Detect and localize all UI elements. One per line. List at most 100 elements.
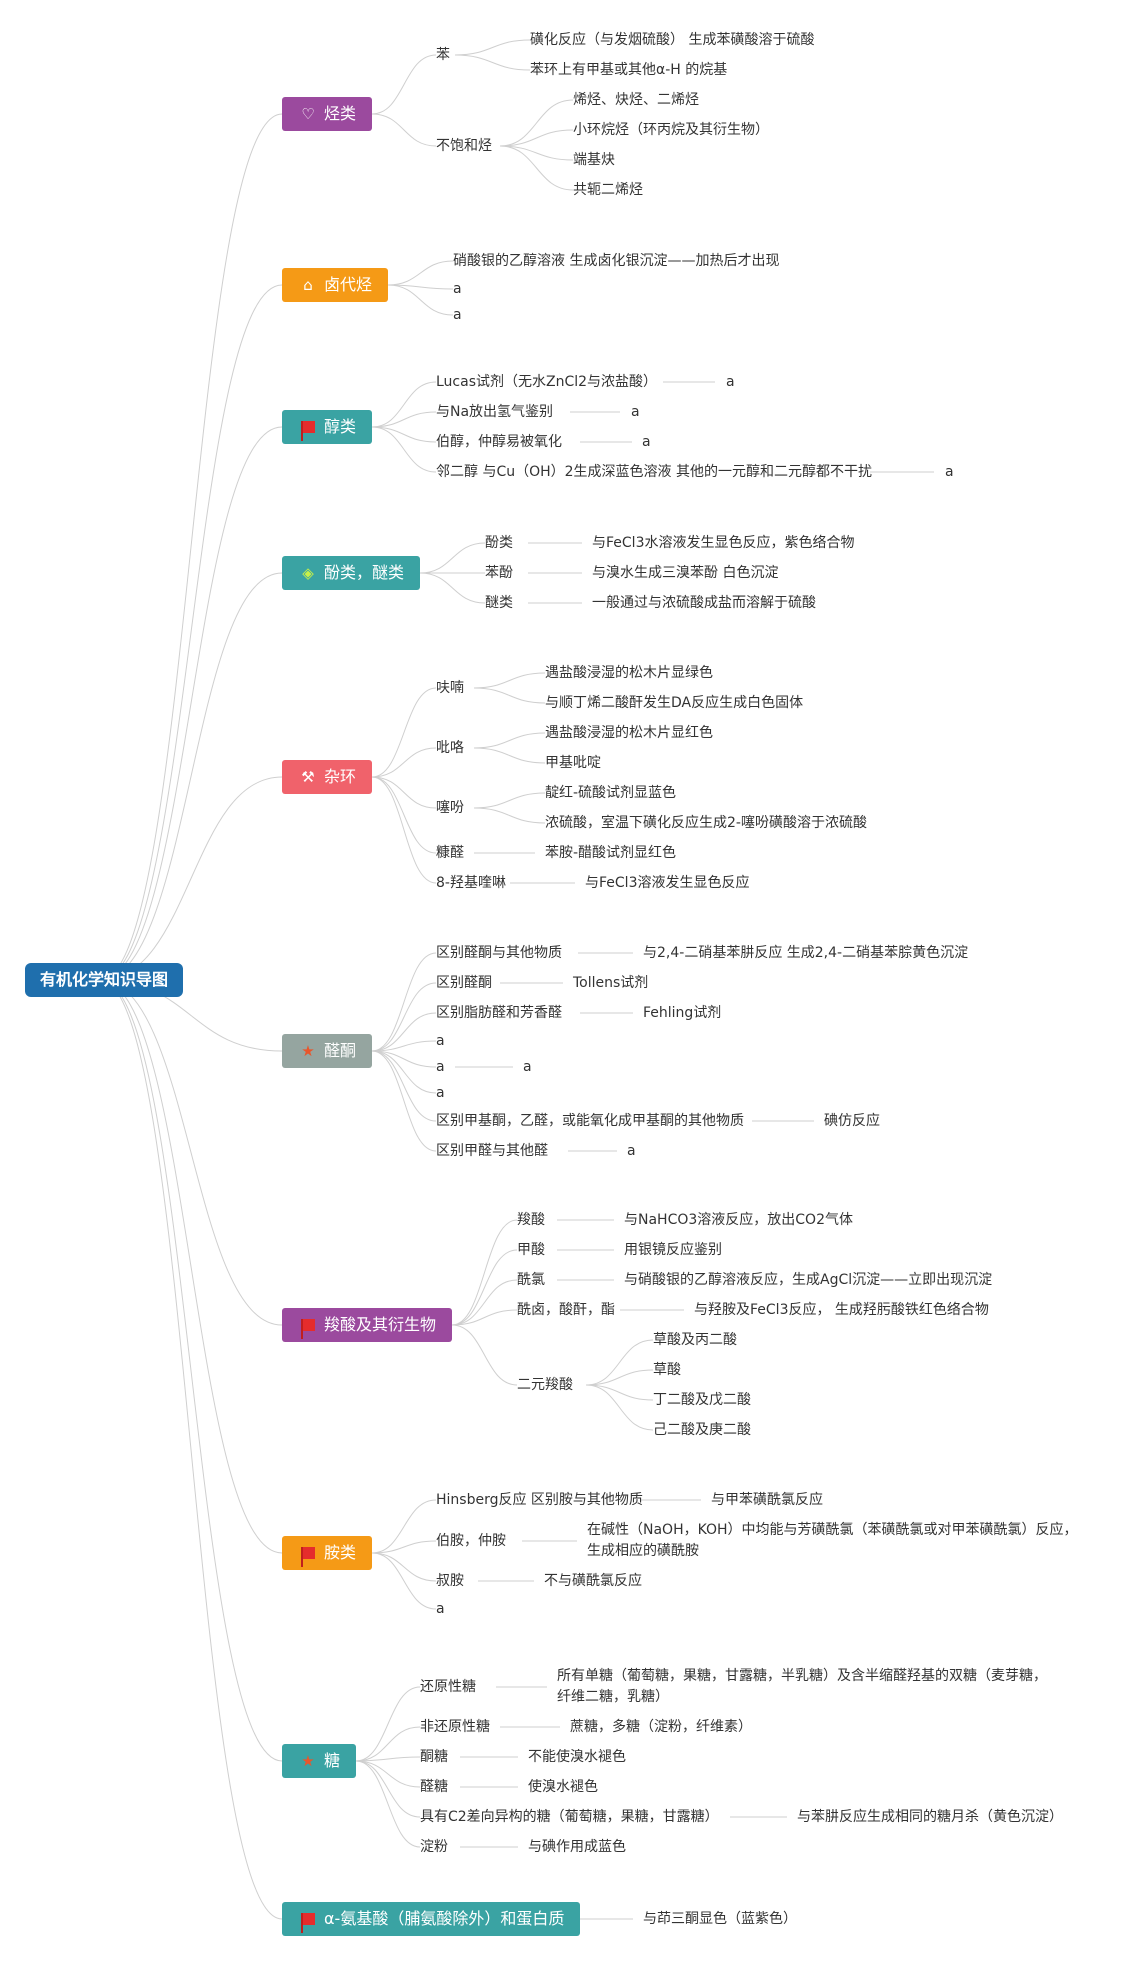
branch[interactable]: 区别脂肪醛和芳香醛 bbox=[436, 1005, 562, 1021]
connector bbox=[99, 979, 283, 1920]
branch[interactable]: 具有C2差向异构的糖（葡萄糖，果糖，甘露糖） bbox=[420, 1809, 719, 1825]
branch[interactable]: 邻二醇 与Cu（OH）2生成深蓝色溶液 其他的一元醇和二元醇都不干扰 bbox=[436, 464, 873, 480]
category-aldehydes-ketones[interactable]: ★醛酮 bbox=[282, 1034, 373, 1068]
leaf: a bbox=[453, 307, 462, 323]
branch[interactable]: 伯醇，仲醇易被氧化 bbox=[436, 434, 562, 450]
branch[interactable]: a bbox=[436, 1059, 445, 1075]
branch[interactable]: a bbox=[436, 1601, 445, 1617]
branch[interactable]: 酚类 bbox=[485, 535, 513, 551]
branch[interactable]: 羧酸 bbox=[517, 1212, 545, 1228]
branch-furan[interactable]: 呋喃 bbox=[436, 680, 464, 696]
connector bbox=[371, 776, 437, 854]
branch[interactable]: 区别甲基酮，乙醛，或能氧化成甲基酮的其他物质 bbox=[436, 1113, 744, 1129]
category-label: 烃类 bbox=[324, 104, 357, 123]
branch-benzene[interactable]: 苯 bbox=[436, 47, 450, 63]
heart-icon: ♡ bbox=[301, 105, 315, 123]
branch[interactable]: a bbox=[436, 1085, 445, 1101]
connector bbox=[371, 1012, 437, 1052]
leaf: 在碱性（NaOH，KOH）中均能与芳磺酰氯（苯磺酰氯或对甲苯磺酰氯）反应， bbox=[587, 1522, 1078, 1538]
branch[interactable]: a bbox=[436, 1033, 445, 1049]
connector bbox=[371, 747, 437, 778]
branch[interactable]: Hinsberg反应 区别胺与其他物质 bbox=[436, 1492, 643, 1508]
flag-icon bbox=[298, 1902, 318, 1936]
leaf: 己二酸及庚二酸 bbox=[653, 1422, 751, 1438]
flag-icon bbox=[298, 1308, 318, 1342]
branch[interactable]: 醛糖 bbox=[420, 1779, 448, 1795]
category-amino-acids[interactable]: α-氨基酸（脯氨酸除外）和蛋白质 bbox=[282, 1902, 581, 1936]
connector bbox=[99, 284, 283, 981]
branch[interactable]: 醚类 bbox=[485, 595, 513, 611]
branch[interactable]: 还原性糖 bbox=[420, 1679, 476, 1695]
connector bbox=[371, 952, 437, 1052]
connector bbox=[99, 979, 283, 1326]
category-label: 醇类 bbox=[324, 417, 357, 436]
leaf: 与茚三酮显色（蓝紫色） bbox=[643, 1911, 797, 1927]
branch-unsaturated[interactable]: 不饱和烃 bbox=[436, 138, 492, 154]
branch-diacids[interactable]: 二元羧酸 bbox=[517, 1377, 573, 1393]
branch[interactable]: 苯酚 bbox=[485, 565, 513, 581]
connector bbox=[371, 411, 437, 428]
connector bbox=[473, 747, 546, 764]
category-label: 杂环 bbox=[324, 767, 357, 786]
leaf: 硝酸银的乙醇溶液 生成卤化银沉淀——加热后才出现 bbox=[453, 253, 780, 269]
connector bbox=[371, 687, 437, 778]
branch-thiophene[interactable]: 噻吩 bbox=[436, 800, 464, 816]
connector bbox=[371, 1552, 437, 1610]
flag-icon bbox=[298, 410, 318, 444]
category-haloalkanes[interactable]: ⌂卤代烃 bbox=[282, 268, 389, 302]
leaf: a bbox=[523, 1059, 532, 1075]
leaf: Tollens试剂 bbox=[573, 975, 649, 991]
connector bbox=[371, 1540, 437, 1554]
category-label: 羧酸及其衍生物 bbox=[324, 1315, 437, 1334]
category-heterocycles[interactable]: ⚒杂环 bbox=[282, 760, 373, 794]
branch[interactable]: 甲酸 bbox=[517, 1242, 545, 1258]
branch[interactable]: 酮糖 bbox=[420, 1749, 448, 1765]
leaf: 与苯肼反应生成相同的糖月杀（黄色沉淀） bbox=[797, 1809, 1063, 1825]
leaf: 不能使溴水褪色 bbox=[528, 1749, 626, 1765]
connector bbox=[371, 776, 437, 884]
connector bbox=[371, 982, 437, 1052]
branch-pyrrole[interactable]: 吡咯 bbox=[436, 740, 464, 756]
connector bbox=[585, 1384, 654, 1431]
connector bbox=[371, 381, 437, 428]
category-phenols-ethers[interactable]: ◈酚类，醚类 bbox=[282, 556, 421, 590]
connector bbox=[451, 1219, 518, 1326]
connector bbox=[371, 426, 437, 473]
category-sugars[interactable]: ★糖 bbox=[282, 1744, 357, 1778]
leaf: 与顺丁烯二酸酐发生DA反应生成白色固体 bbox=[545, 695, 804, 711]
branch-hydroxyquinoline[interactable]: 8-羟基喹啉 bbox=[436, 875, 506, 891]
category-alcohols[interactable]: 醇类 bbox=[282, 410, 373, 444]
branch[interactable]: 区别甲醛与其他醛 bbox=[436, 1143, 548, 1159]
category-amines[interactable]: 胺类 bbox=[282, 1536, 373, 1570]
branch[interactable]: Lucas试剂（无水ZnCl2与浓盐酸） bbox=[436, 374, 658, 390]
leaf: 遇盐酸浸湿的松木片显红色 bbox=[545, 725, 713, 741]
branch[interactable]: 非还原性糖 bbox=[420, 1719, 490, 1735]
leaf: 使溴水褪色 bbox=[528, 1779, 598, 1795]
leaf: 与碘作用成蓝色 bbox=[528, 1839, 626, 1855]
category-hydrocarbons[interactable]: ♡ 烃类 bbox=[282, 97, 373, 131]
connector bbox=[355, 1760, 421, 1788]
root-node[interactable]: 有机化学知识导图 bbox=[25, 963, 183, 997]
leaf: 蔗糖，多糖（淀粉，纤维素） bbox=[570, 1719, 752, 1735]
branch[interactable]: 酰卤，酸酐，酯 bbox=[517, 1302, 615, 1318]
connector bbox=[99, 426, 283, 981]
leaf: 与FeCl3水溶液发生显色反应，紫色络合物 bbox=[592, 535, 855, 551]
branch[interactable]: 伯胺，仲胺 bbox=[436, 1533, 506, 1549]
branch[interactable]: 酰氯 bbox=[517, 1272, 545, 1288]
branch[interactable]: 区别醛酮与其他物质 bbox=[436, 945, 562, 961]
leaf: Fehling试剂 bbox=[643, 1005, 722, 1021]
branch-furfural[interactable]: 糠醛 bbox=[436, 845, 464, 861]
branch[interactable]: 区别醛酮 bbox=[436, 975, 492, 991]
connector bbox=[473, 807, 546, 824]
category-carboxylic-acids[interactable]: 羧酸及其衍生物 bbox=[282, 1308, 453, 1342]
leaf: 丁二酸及戊二酸 bbox=[653, 1392, 751, 1408]
branch[interactable]: 叔胺 bbox=[436, 1573, 464, 1589]
gem-icon: ◈ bbox=[302, 564, 314, 582]
leaf: 共轭二烯烃 bbox=[573, 182, 643, 198]
connector bbox=[451, 1249, 518, 1326]
branch[interactable]: 与Na放出氢气鉴别 bbox=[436, 404, 554, 420]
branch[interactable]: 淀粉 bbox=[420, 1839, 448, 1855]
leaf: 与NaHCO3溶液反应，放出CO2气体 bbox=[624, 1212, 853, 1228]
leaf: 磺化反应（与发烟硫酸） 生成苯磺酸溶于硫酸 bbox=[530, 32, 815, 48]
